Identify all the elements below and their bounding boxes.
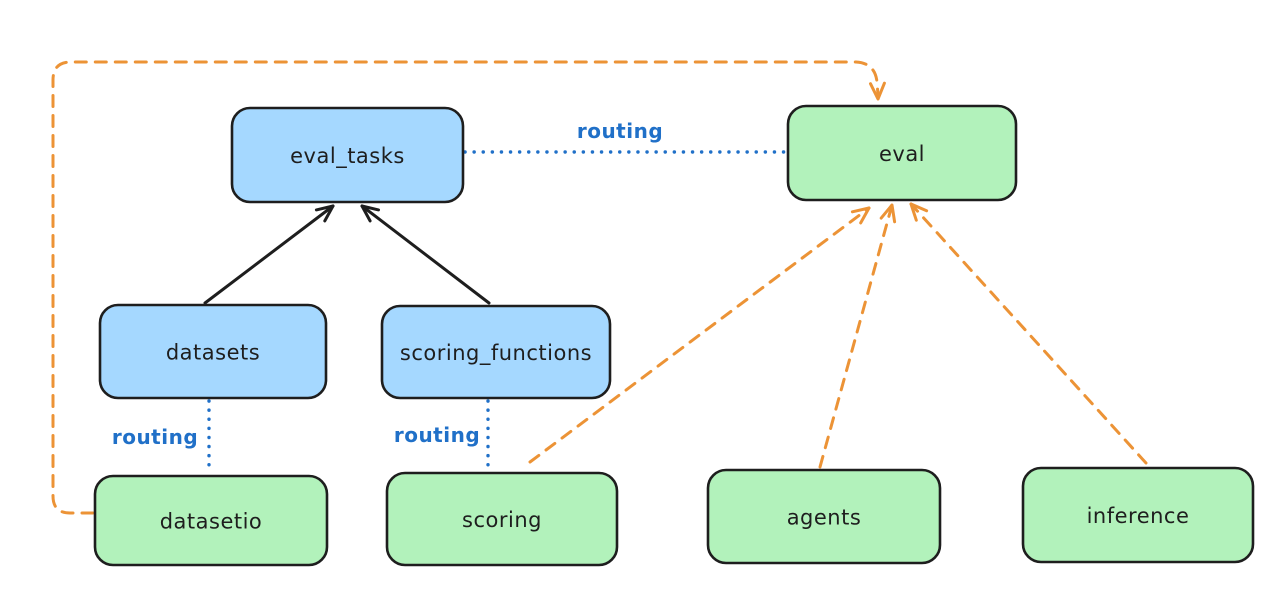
edge-datasets-to-eval_tasks [203, 204, 335, 305]
node-box-eval_tasks[interactable] [230, 106, 465, 204]
node-box-datasetio[interactable] [93, 474, 329, 567]
edge-scoring_functions-scoring-routing: routing [394, 399, 490, 471]
node-label-scoring_functions: scoring_functions [400, 341, 592, 366]
arrowhead-datasets-to-eval_tasks [314, 204, 335, 223]
node-label-eval_tasks: eval_tasks [290, 144, 405, 169]
edge-scoring-to-eval [528, 206, 871, 464]
edge-line-datasetio-to-eval [51, 60, 880, 515]
edge-line-agents-to-eval [818, 203, 894, 469]
arrowhead-datasetio-to-eval [869, 81, 886, 101]
node-box-scoring_functions[interactable] [380, 304, 612, 400]
edge-inference-to-eval [909, 202, 1148, 465]
node-label-datasets: datasets [166, 341, 260, 365]
node-scoring_functions[interactable]: scoring_functions [380, 304, 612, 400]
node-box-inference[interactable] [1021, 466, 1255, 564]
node-eval[interactable]: eval [786, 104, 1018, 202]
node-label-inference: inference [1087, 504, 1190, 528]
node-label-scoring: scoring [462, 508, 542, 532]
node-box-datasets[interactable] [98, 303, 328, 400]
edge-datasetio-to-eval [51, 60, 886, 515]
node-inference[interactable]: inference [1021, 466, 1255, 564]
edge-scoring_functions-to-eval_tasks [360, 204, 491, 305]
node-box-eval[interactable] [786, 104, 1018, 202]
node-label-eval: eval [879, 142, 925, 166]
node-agents[interactable]: agents [706, 468, 942, 565]
arrowhead-scoring_functions-to-eval_tasks [360, 204, 380, 223]
edge-line-scoring-to-eval [528, 206, 871, 464]
edge-agents-to-eval [818, 203, 897, 469]
node-datasetio[interactable]: datasetio [93, 474, 329, 567]
edge-label-datasets-datasetio-routing: routing [112, 425, 198, 449]
edge-label-eval_tasks-eval-routing: routing [577, 119, 663, 143]
node-eval_tasks[interactable]: eval_tasks [230, 106, 465, 204]
node-label-datasetio: datasetio [160, 510, 263, 534]
node-box-agents[interactable] [706, 468, 942, 565]
edge-label-scoring_functions-scoring-routing: routing [394, 423, 480, 447]
edge-line-inference-to-eval [909, 202, 1148, 465]
arrowhead-agents-to-eval [879, 203, 897, 224]
edge-line-datasets-to-eval_tasks [203, 204, 335, 305]
edge-datasets-datasetio-routing: routing [112, 399, 211, 475]
node-box-scoring[interactable] [385, 471, 619, 567]
node-scoring[interactable]: scoring [385, 471, 619, 567]
arrowhead-scoring-to-eval [850, 206, 871, 225]
arrowhead-inference-to-eval [909, 202, 929, 222]
edge-line-scoring_functions-to-eval_tasks [360, 204, 491, 305]
node-label-agents: agents [787, 506, 862, 530]
node-datasets[interactable]: datasets [98, 303, 328, 400]
edge-eval_tasks-eval-routing: routing [463, 119, 788, 154]
